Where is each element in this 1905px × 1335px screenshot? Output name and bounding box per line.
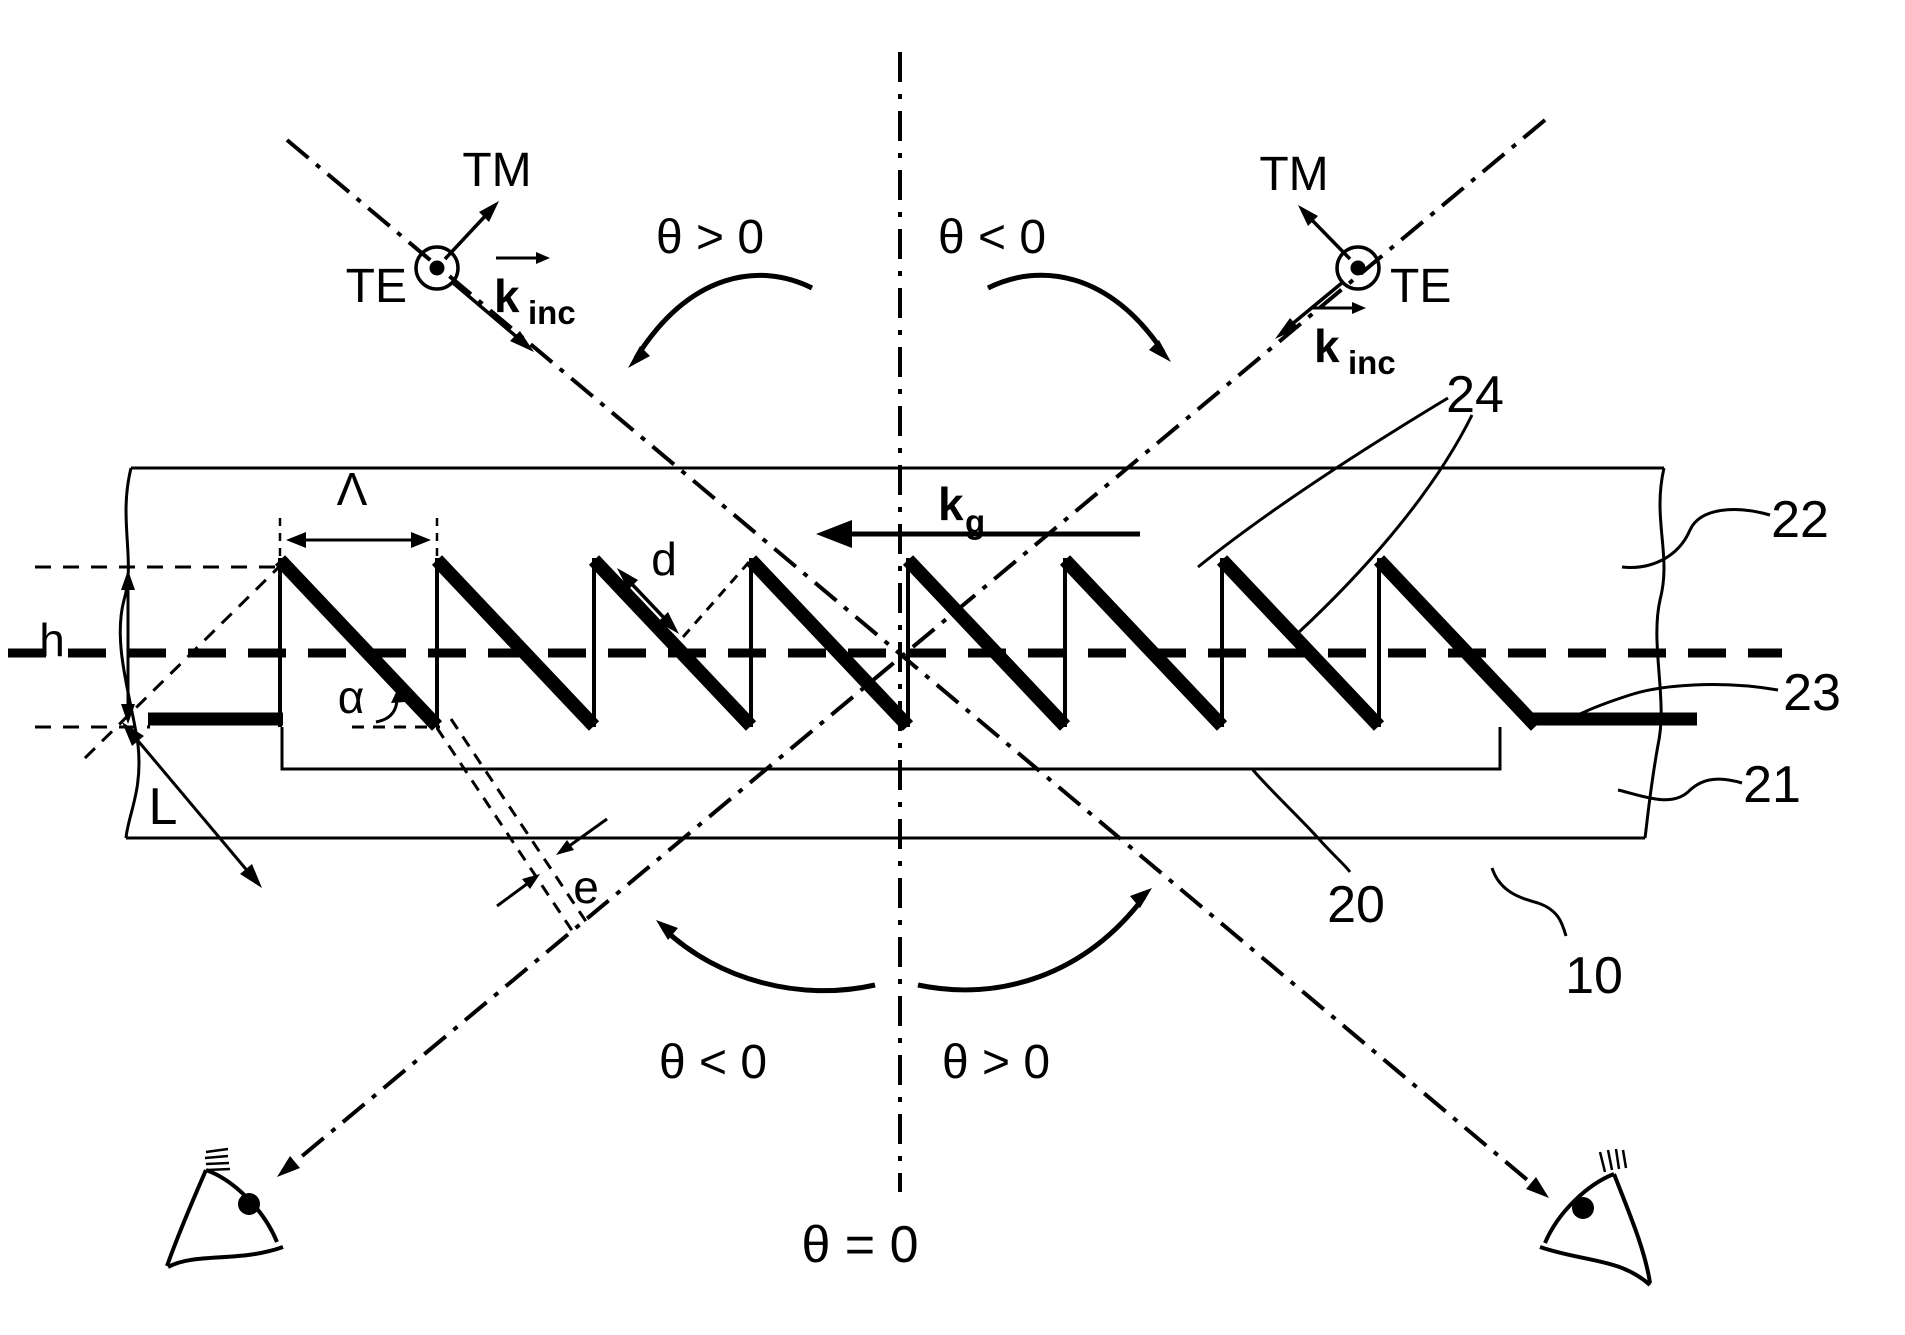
tooth-blaze-face: [1216, 555, 1385, 731]
length-dimension: [82, 561, 285, 888]
theta-negative-top-label: θ < 0: [938, 211, 1046, 264]
tm-label-left: TM: [462, 144, 531, 197]
theta-positive-bottom-arc: [917, 888, 1152, 993]
eye-icon-right: [1539, 1148, 1652, 1287]
leader-21: [1617, 777, 1743, 802]
kinc-arrow: [450, 280, 520, 340]
theta-zero-label: θ = 0: [801, 1216, 918, 1274]
blaze-angle-dimension: [352, 688, 440, 729]
te-circle-icon: [1335, 245, 1381, 291]
leader-24a: [1197, 396, 1449, 569]
incident-ray-right: [277, 118, 1547, 1177]
groove-depth-label: d: [651, 533, 677, 585]
beam-offset-dimension: [435, 718, 608, 933]
ref-23-label: 23: [1783, 664, 1841, 722]
ref-22-label: 22: [1771, 491, 1829, 549]
eyelashes: [1598, 1148, 1628, 1173]
kg-subscript: g: [965, 503, 985, 540]
leader-22: [1621, 508, 1771, 569]
beam-offset-label: e: [573, 861, 599, 913]
tooth-blaze-face: [431, 555, 600, 731]
theta-negative-bottom-label: θ < 0: [659, 1036, 767, 1089]
length-label: L: [149, 778, 178, 836]
leader-10: [1490, 867, 1568, 937]
sawtooth-grating-teeth: [274, 555, 1542, 731]
kinc-label-right: k: [1314, 320, 1340, 372]
te-label-left: TE: [346, 260, 407, 313]
polarization-marker-left: [414, 201, 550, 352]
height-dimension: [121, 570, 135, 724]
leader-20: [1251, 769, 1352, 873]
te-dot-icon: [1350, 260, 1366, 276]
theta-positive-top-label: θ > 0: [656, 211, 764, 264]
slab-left-break-edge: [118, 467, 141, 839]
kg-label: k: [938, 478, 964, 530]
te-label-right: TE: [1390, 260, 1451, 313]
grating-vector-arrow: [816, 520, 1140, 548]
polarization-marker-right: [1275, 205, 1381, 339]
te-circle-icon: [414, 245, 460, 291]
theta-positive-top-arc: [628, 272, 814, 368]
te-dot-icon: [429, 260, 445, 276]
eye-icon-left: [165, 1147, 284, 1269]
kinc-arrow: [1289, 280, 1345, 327]
leader-23: [1577, 683, 1779, 717]
eyelashes: [204, 1147, 231, 1172]
ref-10-label: 10: [1565, 947, 1623, 1005]
tooth-blaze-face: [274, 555, 443, 731]
ref-24-label: 24: [1446, 366, 1504, 424]
groove-depth-dimension: [617, 561, 751, 638]
tooth-blaze-face: [588, 555, 757, 731]
incident-ray-left: [285, 138, 1549, 1198]
kinc-subscript-right: inc: [1348, 344, 1396, 381]
ray-arrowhead-to-right-eye: [1526, 1177, 1549, 1198]
tm-label-right: TM: [1259, 148, 1328, 201]
theta-negative-bottom-arc: [656, 920, 876, 994]
tooth-blaze-face: [1373, 555, 1542, 731]
blaze-angle-label: α: [338, 671, 365, 723]
tooth-blaze-face: [902, 555, 1071, 731]
period-label: Λ: [337, 463, 368, 515]
exit-beam-dashed-line-b: [449, 718, 589, 924]
leader-24b: [1296, 414, 1474, 635]
kinc-label-left: k: [494, 270, 520, 322]
height-label: h: [39, 614, 65, 666]
period-dimension: [278, 518, 439, 562]
theta-positive-bottom-label: θ > 0: [942, 1036, 1050, 1089]
waveguide-slab-outline: [118, 466, 1666, 840]
depth-reference-dashed-line: [681, 561, 751, 638]
ref-21-label: 21: [1743, 756, 1801, 814]
tooth-blaze-face: [1059, 555, 1228, 731]
grating-layer-boundary: [280, 727, 1502, 771]
ref-20-label: 20: [1327, 876, 1385, 934]
kinc-subscript-left: inc: [528, 294, 576, 331]
blaze-face-extension-dashed-line: [82, 561, 285, 761]
theta-negative-top-arc: [986, 272, 1171, 362]
slab-right-break-edge: [1643, 467, 1666, 839]
reference-leaders: [1197, 396, 1779, 937]
ray-arrowhead-to-left-eye: [277, 1156, 300, 1177]
tooth-blaze-face: [745, 555, 914, 731]
